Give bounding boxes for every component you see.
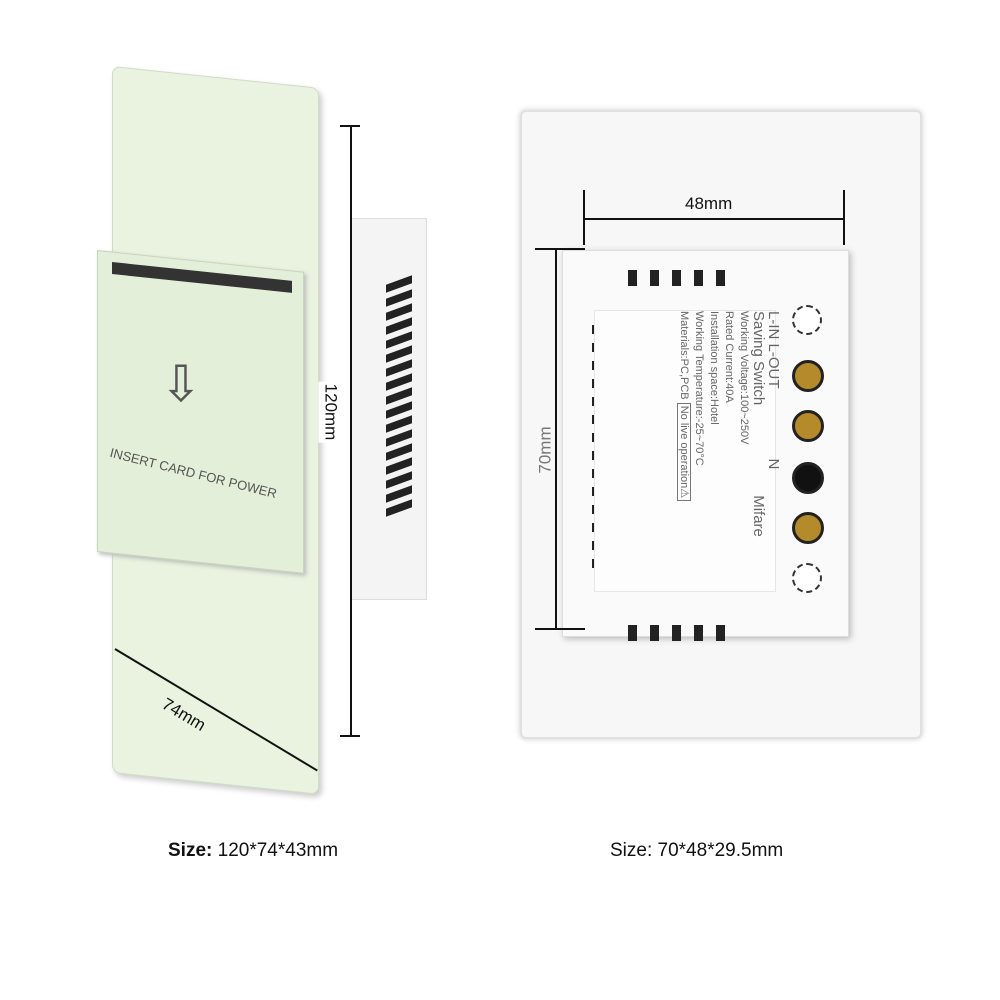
- vent-slot: [672, 625, 681, 641]
- dimension-tick: [340, 125, 360, 127]
- terminal-screw: [792, 410, 824, 442]
- warning-box: No live operation⚠: [677, 402, 691, 502]
- vent-slot: [672, 270, 681, 286]
- product-title: Saving SwitchMifare: [750, 311, 767, 537]
- left-size-caption: Size: 120*74*43mm: [168, 840, 338, 862]
- terminal-empty: [792, 563, 822, 593]
- down-arrow-icon: ⇩: [160, 356, 202, 412]
- terminal-header: L-IN L-OUTN: [765, 311, 782, 470]
- caption-value: 70*48*29.5mm: [657, 840, 784, 861]
- dimension-tick: [843, 190, 845, 245]
- terminal-empty: [792, 305, 822, 335]
- height-label: 70mm: [535, 426, 555, 474]
- vent-slot: [716, 625, 725, 641]
- terminal-screw: [792, 512, 824, 544]
- caption-prefix: Size:: [610, 840, 653, 861]
- terminal-screw: [792, 360, 824, 392]
- vent-slot: [716, 270, 725, 286]
- vent-slot: [650, 270, 659, 286]
- vent-slot: [694, 270, 703, 286]
- width-label: 48mm: [685, 194, 733, 213]
- height-dimension-line: [555, 248, 557, 630]
- spec-line: Working Voltage:100~250V: [738, 311, 750, 445]
- dimension-tick: [535, 248, 585, 250]
- caption-value: 120*74*43mm: [217, 840, 339, 861]
- terminal-hole: [792, 462, 824, 494]
- dimension-tick: [583, 190, 585, 245]
- vent-slot: [628, 625, 637, 641]
- caption-prefix: Size:: [168, 840, 213, 861]
- spec-line: Working Temperature:-25~70°C: [693, 311, 705, 466]
- vent-slot: [650, 625, 659, 641]
- spec-line: Installation space:Hotel: [708, 311, 720, 425]
- vent-slot: [694, 625, 703, 641]
- vent-slot: [628, 270, 637, 286]
- right-size-caption: Size: 70*48*29.5mm: [610, 840, 783, 862]
- spec-line: Rated Current:40A: [723, 311, 735, 403]
- height-dimension-line: [350, 125, 352, 737]
- width-dimension-line: [583, 218, 845, 220]
- height-label: 120mm: [318, 381, 343, 443]
- spec-label: L-IN L-OUTN Saving SwitchMifare Working …: [594, 310, 782, 592]
- spec-line: Materials:PC,PCB No live operation⚠: [676, 311, 691, 591]
- dimension-tick: [340, 735, 360, 737]
- dimension-tick: [535, 628, 585, 630]
